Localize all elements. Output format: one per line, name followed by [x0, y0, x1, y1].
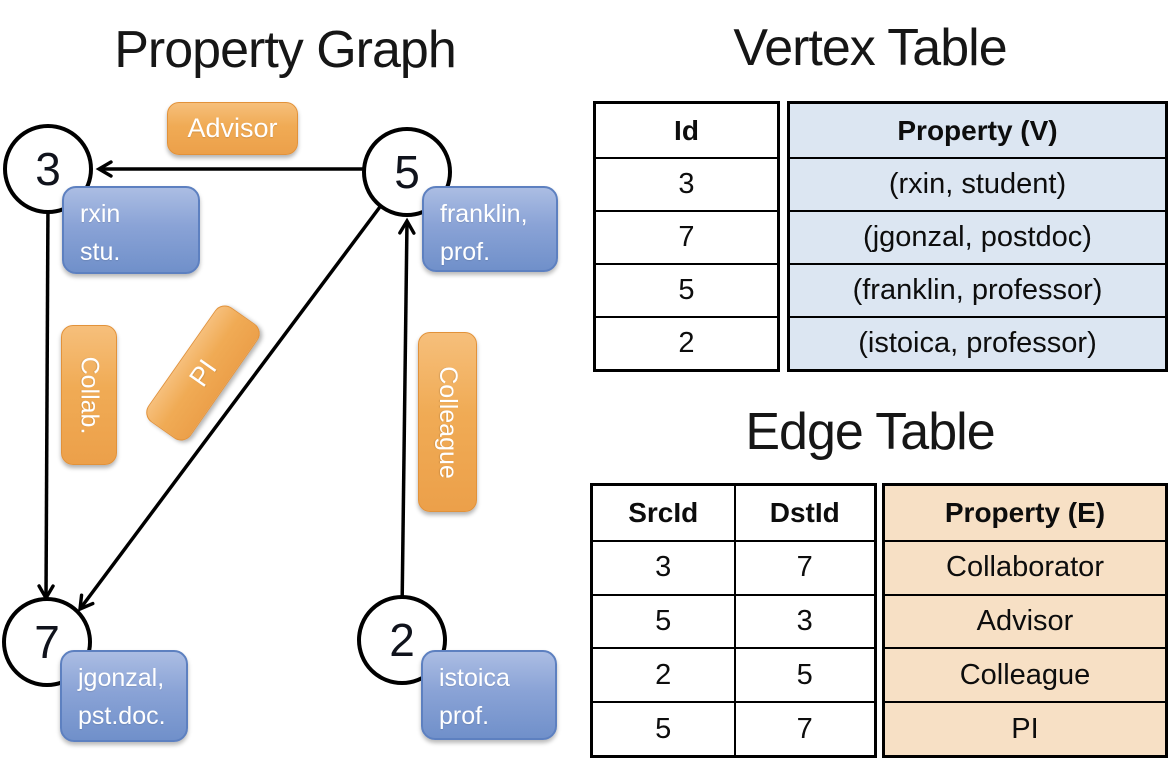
vertex-table-id-cell: 2: [596, 316, 777, 369]
vertex-table-property-cell: (istoica, professor): [790, 316, 1165, 369]
vertex-table-id-column: Id 3 7 5 2: [593, 101, 780, 372]
node-id: 7: [34, 616, 60, 668]
edge-label-collab: Collab.: [61, 325, 117, 465]
node-id: 2: [389, 614, 415, 666]
vertex-table-property-column: Property (V) (rxin, student) (jgonzal, p…: [787, 101, 1168, 372]
vertex-label-rxin: rxin stu.: [62, 186, 200, 274]
edge-table-property-cell: Collaborator: [885, 539, 1165, 594]
vertex-label-istoica: istoica prof.: [421, 650, 557, 740]
edge-table-src-cell: 5: [593, 701, 734, 755]
edge-table-header-dstid: DstId: [733, 486, 875, 540]
vertex-table-header-property: Property (V): [790, 104, 1165, 157]
vertex-table-id-cell: 3: [596, 157, 777, 210]
vertex-label-franklin: franklin, prof.: [422, 186, 558, 272]
edge-collab-3-to-7: [37, 199, 55, 602]
edge-table-src-cell: 2: [593, 647, 734, 701]
edge-table-dst-cell: 5: [733, 647, 874, 702]
graph-node-5: 5: [362, 127, 452, 217]
vertex-table-property-cell: (jgonzal, postdoc): [790, 210, 1165, 263]
edge-table-dst-cell: 3: [733, 593, 874, 648]
edge-table-dst-cell: 7: [733, 539, 874, 594]
vertex-table-title: Vertex Table: [733, 19, 1007, 77]
edge-colleague-2-to-5: [398, 217, 416, 613]
edge-table-ids-columns: SrcId DstId 3 7 5 3 2 5 5 7: [590, 483, 877, 758]
graph-node-3: 3: [3, 124, 93, 214]
vertex-table-header-id: Id: [674, 114, 699, 146]
edge-table-property-cell: PI: [885, 701, 1165, 755]
vertex-label-jgonzal: jgonzal, pst.doc.: [60, 650, 188, 742]
edge-label-advisor: Advisor: [167, 102, 298, 155]
vertex-table-id-cell: 7: [596, 210, 777, 263]
edge-table-title: Edge Table: [745, 403, 995, 461]
edge-label-pi: PI: [141, 300, 265, 446]
edge-table-header-srcid: SrcId: [628, 496, 699, 528]
edge-table-src-cell: 5: [593, 593, 734, 648]
property-graph-title: Property Graph: [114, 21, 457, 79]
edge-table-property-column: Property (E) Collaborator Advisor Collea…: [882, 483, 1168, 758]
node-id: 3: [35, 143, 61, 195]
vertex-table-property-cell: (rxin, student): [790, 157, 1165, 210]
vertex-table-property-cell: (franklin, professor): [790, 263, 1165, 316]
node-id: 5: [394, 146, 420, 198]
vertex-table-id-cell: 5: [596, 263, 777, 316]
edge-table-header-property: Property (E): [885, 486, 1165, 540]
edge-label-colleague: Colleague: [418, 332, 477, 512]
edge-table-property-cell: Colleague: [885, 647, 1165, 702]
edge-table-dst-cell: 7: [733, 701, 874, 755]
edge-table-property-cell: Advisor: [885, 593, 1165, 648]
edge-table-src-cell: 3: [593, 539, 734, 594]
